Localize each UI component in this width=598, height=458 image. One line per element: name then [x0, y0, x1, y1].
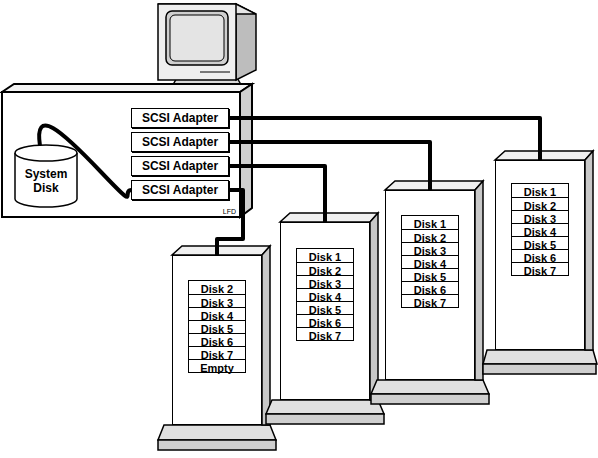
- disk-label: Empty: [200, 362, 234, 374]
- adapter-label: SCSI Adapter: [142, 183, 218, 197]
- disk-slot: Disk 3: [189, 294, 245, 307]
- disk-tower: Disk 1Disk 2Disk 3Disk 4Disk 5Disk 6 Disk…: [495, 160, 585, 350]
- disk-slot: Disk 2: [189, 281, 245, 294]
- disk-slot: Disk 2: [297, 262, 353, 275]
- disk-slot: Disk 3: [512, 210, 568, 223]
- scsi-adapter: SCSI Adapter: [131, 180, 229, 200]
- disk-slot: Disk 5: [189, 320, 245, 333]
- disk-slot: Disk 7: [297, 327, 353, 340]
- disk-slot: Disk 1: [297, 249, 353, 262]
- disk-slot: Disk 4: [402, 255, 458, 268]
- computer-case: [2, 84, 252, 217]
- computer-case: LFDSystem DiskSCSI AdapterSCSI AdapterSC…: [2, 92, 240, 217]
- disk-slot: Disk 1: [512, 184, 568, 197]
- adapter-label: SCSI Adapter: [142, 111, 218, 125]
- disk-slot: Disk 4: [189, 307, 245, 320]
- disk-tower: Disk 1Disk 2Disk 3Disk 4Disk 5Disk 6 Disk…: [385, 190, 475, 380]
- adapter-label: SCSI Adapter: [142, 159, 218, 173]
- disk-slot: Disk 7: [189, 346, 245, 359]
- disk-column: Disk 2Disk 3Disk 4Disk 5Disk 6Disk 7 Empt…: [188, 280, 246, 373]
- disk-slot: Disk 5: [402, 268, 458, 281]
- scsi-adapter: SCSI Adapter: [131, 132, 229, 152]
- disk-label: Disk 7: [524, 265, 556, 277]
- disk-slot: Disk 6: [512, 249, 568, 262]
- disk-tower: Disk 2Disk 3Disk 4Disk 5Disk 6Disk 7 Empt…: [172, 255, 262, 425]
- disk-slot: Disk 1: [402, 216, 458, 229]
- scsi-adapter: SCSI Adapter: [131, 156, 229, 176]
- monitor: [158, 4, 256, 90]
- scsi-adapter: SCSI Adapter: [131, 108, 229, 128]
- disk-column: Disk 1Disk 2Disk 3Disk 4Disk 5Disk 6 Disk…: [296, 248, 354, 341]
- disk-slot: Disk 7: [402, 294, 458, 307]
- scsi-cable: [229, 118, 540, 160]
- disk-slot: Disk 6: [402, 281, 458, 294]
- disk-column: Disk 1Disk 2Disk 3Disk 4Disk 5Disk 6 Disk…: [401, 215, 459, 308]
- case-mark: LFD: [223, 208, 236, 215]
- adapter-label: SCSI Adapter: [142, 135, 218, 149]
- disk-tower: Disk 1Disk 2Disk 3Disk 4Disk 5Disk 6 Disk…: [280, 222, 370, 400]
- disk-slot: Empty: [189, 359, 245, 372]
- disk-slot: Disk 5: [512, 236, 568, 249]
- disk-label: Disk 7: [414, 297, 446, 309]
- disk-slot: Disk 4: [297, 288, 353, 301]
- disk-label: Disk 7: [309, 330, 341, 342]
- disk-slot: Disk 3: [402, 242, 458, 255]
- disk-slot: Disk 7: [512, 262, 568, 275]
- system-disk: System Disk: [14, 144, 78, 208]
- disk-slot: Disk 5: [297, 301, 353, 314]
- disk-slot: Disk 2: [402, 229, 458, 242]
- disk-column: Disk 1Disk 2Disk 3Disk 4Disk 5Disk 6 Disk…: [511, 183, 569, 276]
- disk-slot: Disk 6: [297, 314, 353, 327]
- disk-label: System Disk: [18, 167, 74, 195]
- disk-slot: Disk 4: [512, 223, 568, 236]
- disk-slot: Disk 2: [512, 197, 568, 210]
- disk-slot: Disk 3: [297, 275, 353, 288]
- disk-slot: Disk 6: [189, 333, 245, 346]
